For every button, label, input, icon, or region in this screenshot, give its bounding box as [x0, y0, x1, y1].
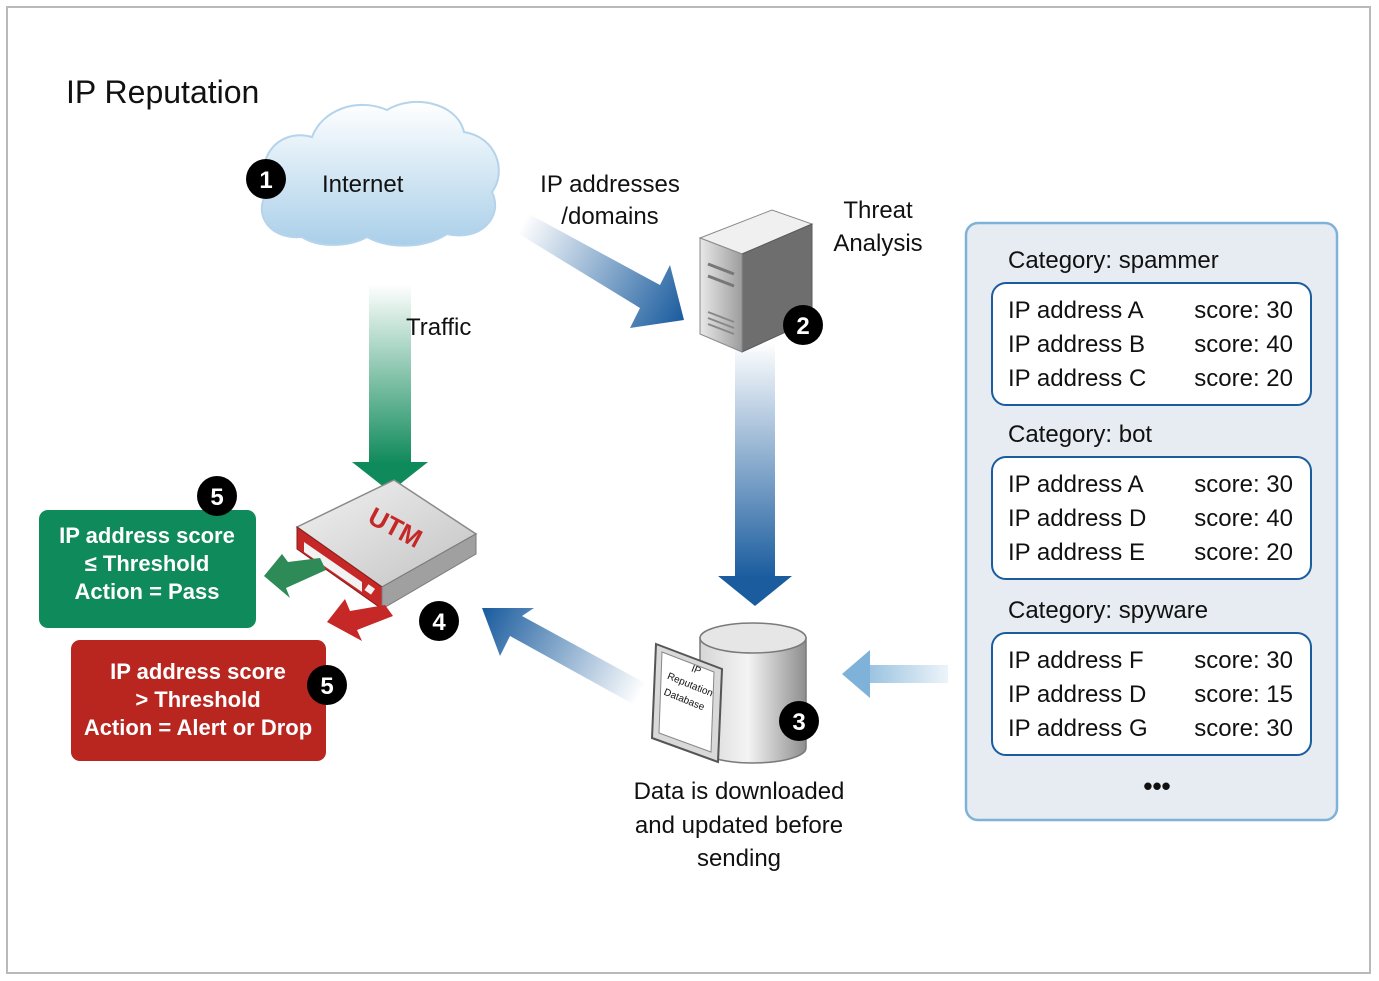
internet-label: Internet [322, 171, 404, 198]
entry-ip: IP address E [1008, 539, 1145, 566]
db-caption-line1: Data is downloaded [634, 778, 845, 805]
category-title: Category: spammer [1008, 247, 1219, 274]
database-to-utm-arrow [482, 608, 645, 704]
step-badge-2-label: 2 [796, 313, 809, 340]
entry-score: score: 30 [1194, 297, 1293, 324]
category-entries-box [991, 282, 1312, 406]
categories-to-database-arrow [842, 650, 948, 698]
threat-analysis-label-line1: Threat [843, 197, 913, 224]
drop-condition-box [71, 640, 326, 761]
step-badge-3-label: 3 [792, 709, 805, 736]
db-label-line1: IP [689, 664, 702, 678]
step-badge-3 [779, 701, 819, 741]
reputation-database-icon: IP Reputation Database [650, 622, 807, 764]
entry-ip: IP address A [1008, 471, 1144, 498]
step-badge-5-drop-label: 5 [320, 673, 333, 700]
entry-score: score: 40 [1194, 505, 1293, 532]
server-to-database-arrow [718, 342, 792, 606]
entry-score: score: 20 [1194, 365, 1293, 392]
entry-ip: IP address G [1008, 715, 1148, 742]
step-badge-1-label: 1 [259, 167, 272, 194]
drop-box-line3: Action = Alert or Drop [84, 715, 312, 740]
pass-box-line1: IP address score [59, 523, 235, 548]
step-badge-5-pass [197, 476, 237, 516]
entry-ip: IP address D [1008, 681, 1146, 708]
page-title: IP Reputation [66, 74, 259, 110]
step-badge-4 [419, 601, 459, 641]
entry-ip: IP address B [1008, 331, 1145, 358]
utm-device-icon: UTM [295, 479, 478, 610]
category-title: Category: bot [1008, 421, 1152, 448]
pass-arrow [264, 554, 326, 598]
step-badge-5-drop [307, 665, 347, 705]
step-badge-1 [246, 159, 286, 199]
category-entries-box [991, 632, 1312, 756]
entry-score: score: 20 [1194, 539, 1293, 566]
entry-score: score: 30 [1194, 647, 1293, 674]
ip-domains-label-line1: IP addresses [540, 171, 680, 198]
diagram-frame: IP Reputation 1 Internet Traffic IP addr… [6, 6, 1371, 974]
threat-analysis-label-line2: Analysis [833, 230, 922, 257]
category-title: Category: spyware [1008, 597, 1208, 624]
entry-ip: IP address F [1008, 647, 1144, 674]
pass-box-line3: Action = Pass [75, 579, 220, 604]
step-badge-4-label: 4 [432, 609, 446, 636]
drop-box-line1: IP address score [110, 659, 286, 684]
category-entries-box [991, 456, 1312, 580]
entry-ip: IP address C [1008, 365, 1146, 392]
entry-ip: IP address A [1008, 297, 1144, 324]
traffic-label: Traffic [406, 314, 471, 341]
entry-score: score: 15 [1194, 681, 1293, 708]
entry-ip: IP address D [1008, 505, 1146, 532]
ip-domains-arrow [519, 214, 684, 328]
step-badge-5-pass-label: 5 [210, 484, 223, 511]
db-caption-line3: sending [697, 845, 781, 872]
drop-box-line2: > Threshold [135, 687, 260, 712]
entry-score: score: 30 [1194, 715, 1293, 742]
ip-reputation-diagram: IP Reputation 1 Internet Traffic IP addr… [39, 74, 1339, 872]
db-caption-line2: and updated before [635, 812, 843, 839]
step-badge-2 [783, 305, 823, 345]
entry-score: score: 30 [1194, 471, 1293, 498]
drop-arrow [327, 599, 393, 641]
pass-condition-box [39, 510, 256, 628]
entry-score: score: 40 [1194, 331, 1293, 358]
traffic-arrow [352, 284, 428, 492]
ip-domains-label-line2: /domains [561, 203, 658, 230]
pass-box-line2: ≤ Threshold [85, 551, 210, 576]
more-categories-ellipsis: ••• [1143, 771, 1170, 801]
